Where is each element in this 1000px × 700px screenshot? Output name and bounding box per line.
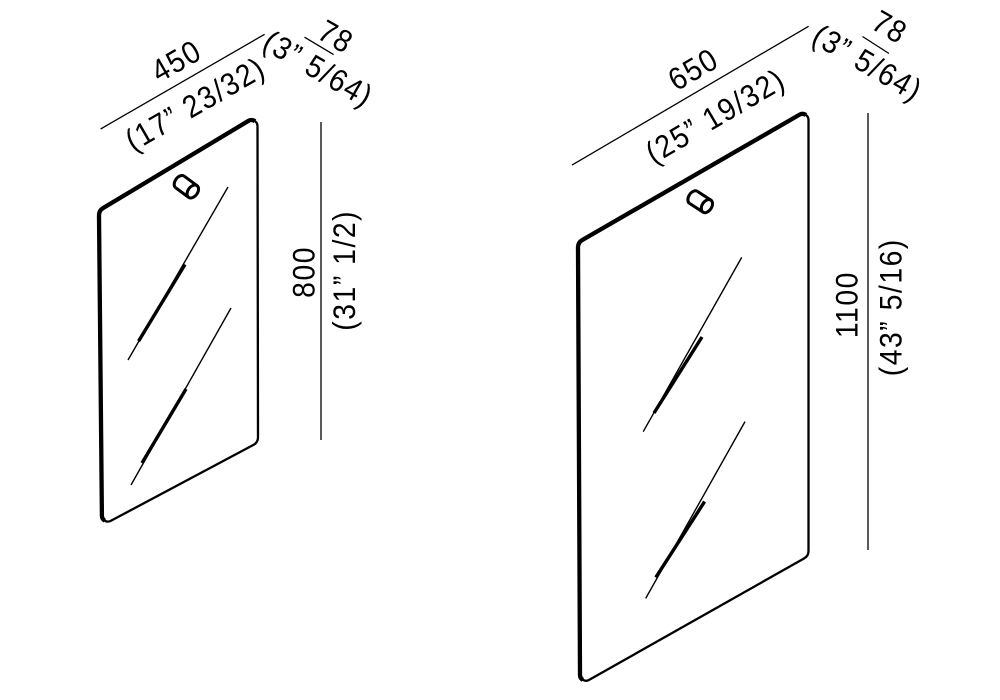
svg-text:800: 800 (287, 246, 322, 298)
svg-text:(31” 1/2): (31” 1/2) (328, 210, 363, 331)
svg-text:1100: 1100 (830, 271, 865, 338)
svg-text:(43” 5/16): (43” 5/16) (874, 238, 909, 376)
